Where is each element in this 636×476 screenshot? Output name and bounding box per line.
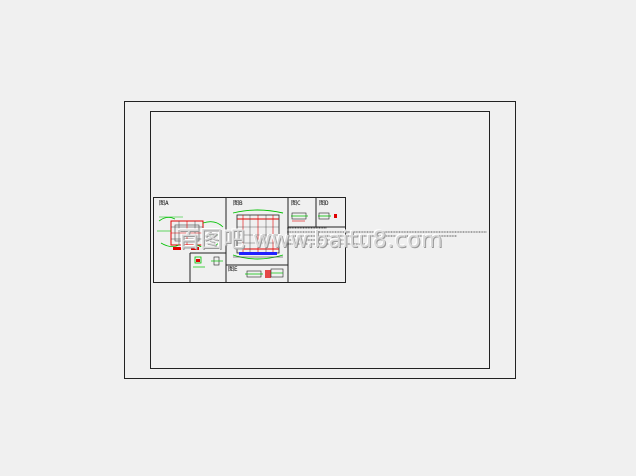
annotation-lines-svg <box>287 227 487 245</box>
annotation-lines <box>287 226 487 248</box>
panel-e-label: 图E <box>228 266 238 273</box>
panel-b-detail <box>245 268 284 278</box>
panel-a-label: 图A <box>159 200 169 207</box>
sheet-outer-border <box>124 101 516 379</box>
panel-d-section <box>318 212 337 220</box>
panel-c-label: 图C <box>291 200 301 207</box>
drawing-area[interactable]: 图A 图B 图C 图D 图E <box>153 197 346 283</box>
watermark-text: 百图吧 www.baitu8.com <box>178 228 444 253</box>
drawing-sheet <box>153 197 346 283</box>
panel-b-elevation <box>232 209 284 260</box>
panel-a-detail <box>193 256 223 268</box>
panel-d-label: 图D <box>319 200 329 207</box>
panel-c-section <box>291 212 308 222</box>
panel-a-plan <box>157 216 224 250</box>
panel-b-label: 图B <box>233 200 243 207</box>
sheet-inner-border <box>150 111 490 369</box>
